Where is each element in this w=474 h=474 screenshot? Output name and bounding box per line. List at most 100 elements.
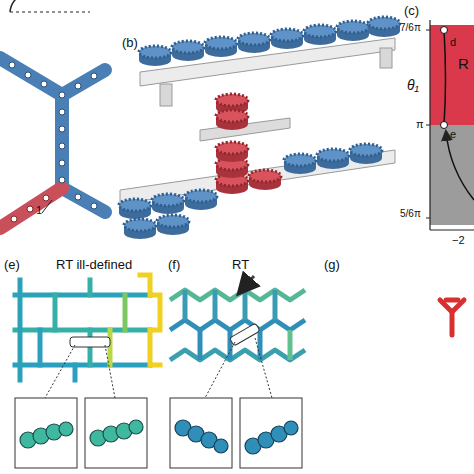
- annotation: RT: [232, 258, 249, 272]
- brick-lattice: [73, 365, 78, 380]
- gear-mechanism: [216, 110, 248, 130]
- inset-beads: [255, 338, 272, 398]
- tick-label: 5/6π: [400, 208, 421, 219]
- bead-chain-lattice: [27, 206, 33, 212]
- zigzag-lattice: [170, 320, 305, 330]
- brick-lattice: [88, 280, 93, 295]
- zigzag-lattice: [213, 290, 218, 320]
- red-chain: [440, 300, 464, 335]
- bead-chain-lattice: [62, 70, 105, 95]
- phase-plot: [426, 30, 430, 31]
- zigzag-lattice: [258, 330, 263, 360]
- gear-mechanism: [238, 33, 270, 53]
- inset-beads: [170, 398, 232, 468]
- tick-label: −2: [452, 234, 465, 246]
- zigzag-lattice: [170, 290, 305, 360]
- panel-label: (e): [4, 258, 20, 272]
- phase-plot: [441, 122, 448, 129]
- bead-chain-lattice: [9, 62, 97, 222]
- callout-number: 1: [36, 204, 42, 216]
- red-chain: [440, 300, 452, 335]
- bead-chain-lattice: [75, 83, 81, 89]
- phase-plot: [444, 30, 446, 125]
- bead-chain-lattice: [91, 73, 97, 79]
- inset-beads: [15, 398, 77, 468]
- inset-beads: [20, 420, 143, 448]
- bead-chain-lattice: [10, 11, 90, 12]
- inset-beads: [129, 420, 143, 434]
- gear-mechanism: [304, 25, 336, 45]
- zigzag-lattice: [170, 350, 305, 360]
- bead-chain-lattice: [43, 195, 49, 201]
- point-label: e: [450, 128, 456, 140]
- zigzag-lattice: [183, 290, 188, 320]
- inset-beads: [240, 276, 254, 292]
- tick-label: 7/6π: [400, 22, 421, 33]
- brick-lattice: [15, 293, 150, 298]
- point-label: d: [450, 36, 456, 48]
- bead-chain-lattice: [59, 109, 65, 115]
- bead-chain-lattice: [55, 95, 69, 188]
- tick-label: π: [416, 118, 424, 130]
- gear-mechanism: [337, 21, 369, 41]
- brick-lattice: [108, 330, 113, 365]
- zigzag-lattice: [243, 290, 248, 320]
- gear-mechanism: [271, 29, 303, 49]
- gear-mechanism: [284, 154, 316, 174]
- bead-chain-lattice: [0, 58, 105, 228]
- gear-mechanism: [317, 149, 349, 169]
- brick-lattice: [15, 363, 150, 368]
- panel-label: (b): [122, 36, 138, 50]
- panel-label: (f): [168, 258, 180, 272]
- inset-beads: [85, 398, 147, 468]
- region-label: R: [458, 56, 469, 73]
- inset-beads: [59, 422, 73, 436]
- inset-beads: [70, 337, 110, 347]
- axis-label: θ₁: [407, 78, 419, 93]
- zigzag-lattice: [198, 330, 203, 360]
- gear-mechanism: [119, 17, 400, 239]
- bead-chain-lattice: [75, 194, 81, 200]
- zigzag-lattice: [288, 330, 293, 360]
- bead-chain-lattice: [41, 81, 47, 87]
- panel-label: (c): [404, 4, 419, 18]
- bead-chain-lattice: [59, 160, 65, 166]
- gear-mechanism: [380, 48, 392, 68]
- red-chain: [446, 298, 458, 303]
- gear-mechanism: [185, 190, 217, 210]
- gear-mechanism: [160, 84, 172, 106]
- gear-mechanism: [216, 142, 248, 162]
- inset-beads: [230, 323, 260, 346]
- zigzag-lattice: [273, 290, 278, 320]
- brick-lattice: [53, 295, 58, 330]
- gear-mechanism: [368, 17, 400, 37]
- gear-mechanism: [139, 46, 171, 66]
- bead-chain-lattice: [11, 216, 17, 222]
- bead-chain-lattice: [9, 62, 15, 68]
- phase-plot: [441, 27, 448, 34]
- phase-plot: [430, 25, 474, 125]
- brick-lattice: [15, 275, 160, 380]
- bead-chain-lattice: [62, 188, 105, 212]
- inset-beads: [214, 439, 228, 453]
- zigzag-lattice: [170, 290, 305, 300]
- gear-mechanism: [249, 170, 281, 190]
- phase-plot: [430, 229, 474, 230]
- inset-beads: [205, 342, 235, 398]
- bead-chain-lattice: [59, 126, 65, 132]
- inset-beads: [15, 337, 147, 468]
- bead-chain-lattice: [91, 203, 97, 209]
- inset-beads: [170, 276, 302, 468]
- gear-mechanism: [172, 41, 204, 61]
- bead-chain-lattice: [42, 200, 52, 213]
- gear-mechanism: [157, 215, 189, 235]
- inset-beads: [240, 398, 302, 468]
- brick-lattice: [38, 330, 43, 365]
- inset-beads: [284, 421, 298, 435]
- bead-chain-lattice: [0, 58, 62, 95]
- phase-plot: [426, 20, 474, 230]
- phase-plot: [426, 218, 430, 219]
- bead-chain-lattice: [25, 72, 31, 78]
